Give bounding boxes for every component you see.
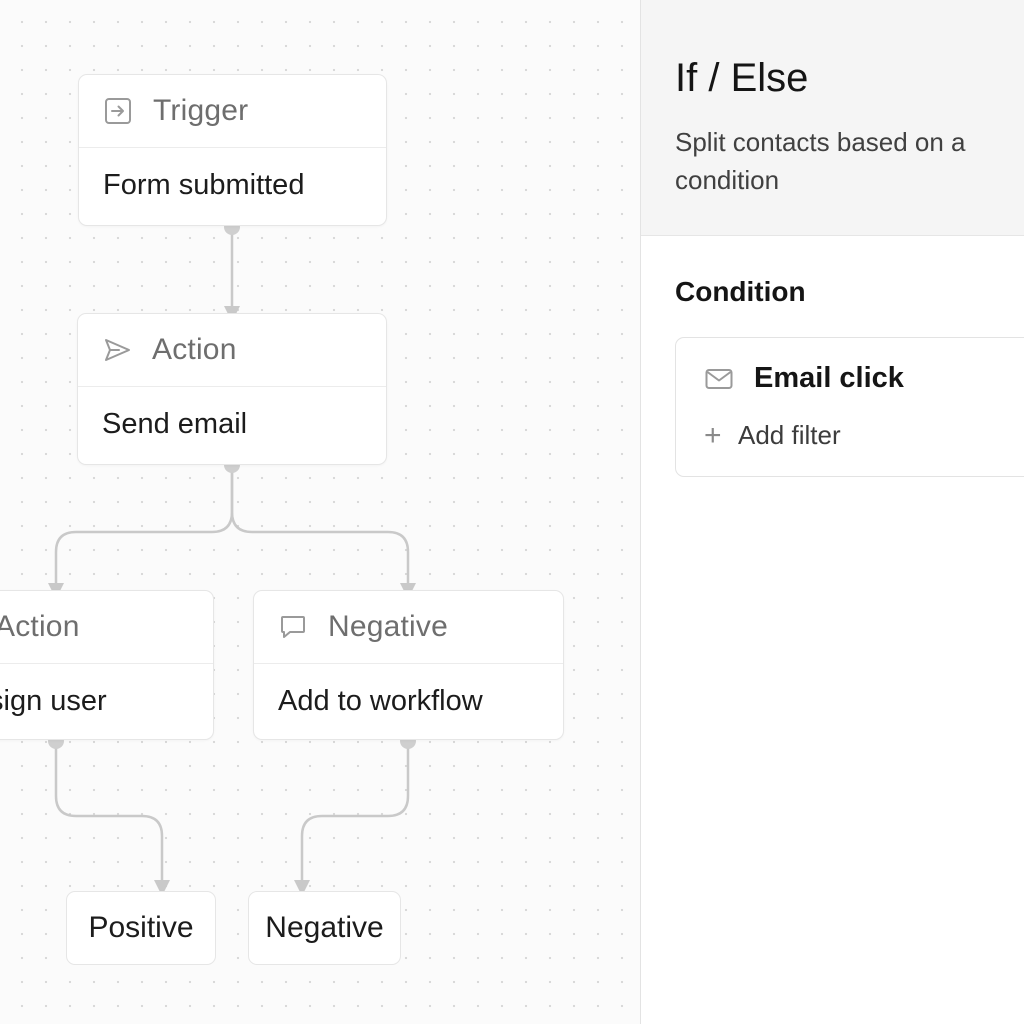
connector-split-left	[54, 466, 234, 584]
properties-panel: If / Else Split contacts based on a cond…	[640, 0, 1024, 1024]
node-type-label: Action	[152, 333, 237, 366]
node-type-label: Trigger	[153, 94, 249, 127]
node-action-assign-user[interactable]: Action sign user	[0, 590, 214, 740]
condition-section-label: Condition	[675, 276, 806, 307]
arrow-head	[154, 880, 170, 896]
node-body: Add to workflow	[254, 664, 563, 738]
enter-icon	[103, 96, 133, 126]
node-negative-branch[interactable]: Negative Add to workflow	[253, 590, 564, 740]
condition-row[interactable]: Email click	[704, 362, 904, 395]
connector-to-negative	[300, 742, 410, 882]
endpoint-label: Negative	[265, 911, 384, 944]
panel-description: Split contacts based on a condition	[675, 127, 966, 195]
connector-split-right	[230, 466, 410, 584]
node-label: Send email	[102, 407, 248, 440]
endpoint-positive[interactable]: Positive	[66, 891, 216, 965]
comment-icon	[278, 612, 308, 642]
connector-lines	[48, 219, 416, 896]
arrow-head	[294, 880, 310, 896]
panel-title: If / Else	[675, 56, 809, 100]
node-body: Send email	[78, 387, 386, 461]
connector-to-positive	[54, 742, 164, 882]
endpoint-label: Positive	[88, 911, 194, 944]
node-type-label: Negative	[328, 610, 449, 643]
condition-name: Email click	[754, 362, 904, 394]
endpoint-negative[interactable]: Negative	[248, 891, 401, 965]
node-trigger[interactable]: Trigger Form submitted	[78, 74, 387, 226]
node-body: Form submitted	[79, 148, 386, 222]
node-header: Trigger	[79, 75, 386, 148]
node-label: sign user	[0, 684, 107, 717]
node-body: sign user	[0, 664, 213, 738]
node-action-send-email[interactable]: Action Send email	[77, 313, 387, 465]
node-label: Form submitted	[103, 168, 305, 201]
node-type-label: Action	[0, 610, 80, 643]
node-label: Add to workflow	[278, 684, 483, 717]
workflow-canvas[interactable]: Trigger Form submitted Action Send email	[0, 0, 640, 1024]
plus-icon: +	[704, 418, 722, 452]
node-header: Action	[0, 591, 213, 664]
panel-header: If / Else Split contacts based on a cond…	[641, 0, 1024, 236]
node-header: Negative	[254, 591, 563, 664]
send-icon	[102, 335, 132, 365]
condition-card[interactable]: Email click + Add filter	[675, 337, 1024, 477]
node-header: Action	[78, 314, 386, 387]
add-filter-button[interactable]: + Add filter	[704, 420, 841, 451]
add-filter-label: Add filter	[738, 420, 841, 450]
mail-icon	[704, 364, 734, 394]
